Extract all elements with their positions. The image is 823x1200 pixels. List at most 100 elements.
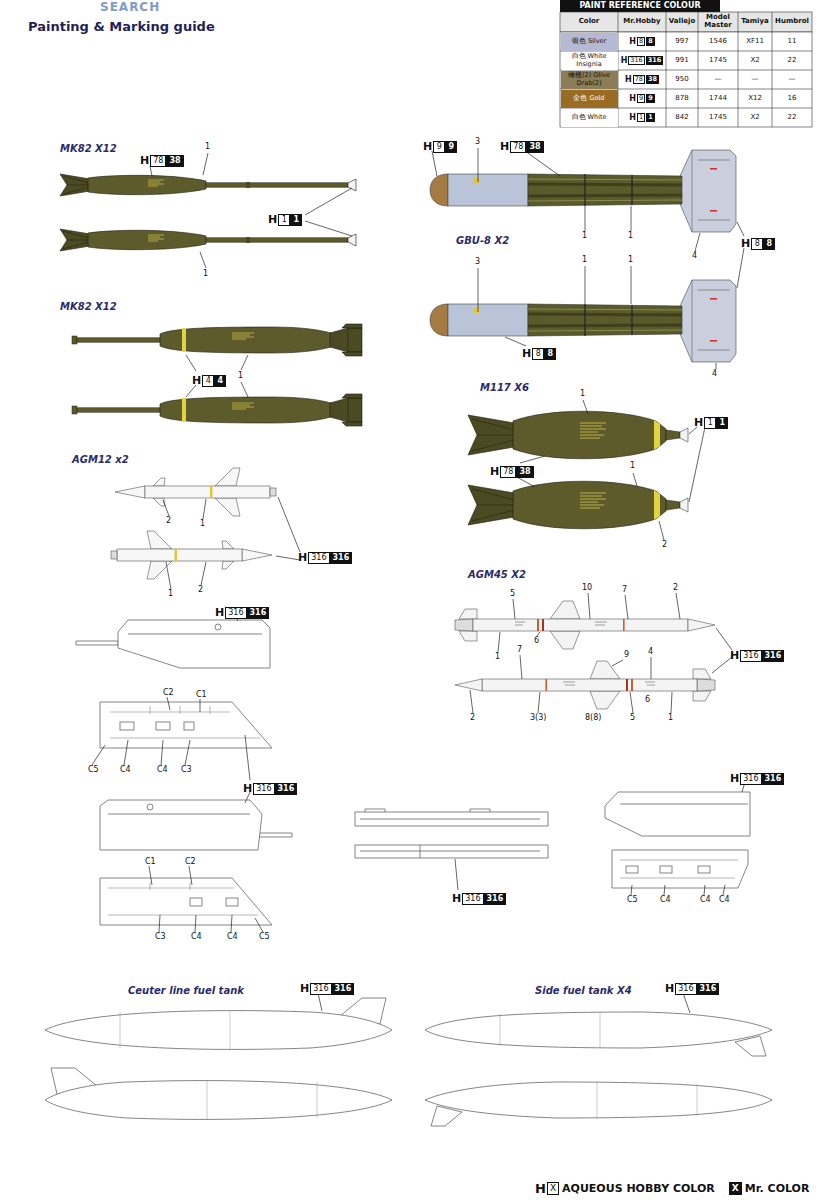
table-cell: 997 — [666, 32, 698, 51]
mr-color-code: 1 — [290, 214, 302, 226]
callout-number: C4 — [191, 933, 202, 941]
mr-color-code: 316 — [332, 983, 355, 995]
callout-number: 4 — [712, 370, 717, 378]
callout-number: 6 — [645, 696, 650, 704]
color-callout: H11 — [268, 211, 302, 227]
pylon-detail — [620, 860, 738, 878]
callout-number: C4 — [660, 896, 671, 904]
color-callout: H11 — [694, 414, 728, 430]
hobby-prefix: H — [621, 57, 628, 65]
weapon-title: MK82 X12 — [60, 302, 117, 312]
agm45-missile — [455, 661, 715, 709]
callout-number: 2 — [673, 584, 678, 592]
hobby-prefix: H — [535, 1182, 546, 1195]
watermark: SEARCH — [100, 1, 160, 13]
color-name: 金色 Gold — [560, 89, 618, 108]
weapon-title: M117 X6 — [480, 383, 529, 393]
weapon-title: Side fuel tank X4 — [535, 986, 632, 996]
hobby-prefix: H — [730, 650, 739, 661]
callout-number: 1 — [238, 372, 243, 380]
table-cell: 878 — [666, 89, 698, 108]
hobby-prefix: H — [192, 375, 201, 386]
aqueous-code: 316 — [253, 783, 274, 795]
color-callout: H88 — [522, 345, 556, 361]
callout-number: 9 — [624, 651, 629, 659]
mr-color-code: 38 — [646, 75, 659, 84]
callout-number: 1 — [668, 714, 673, 722]
hobby-prefix: H — [629, 95, 636, 103]
aqueous-code: 9 — [637, 94, 645, 103]
callout-number: 8(8) — [585, 714, 601, 722]
legend-entry: 橄榄(2) Olive Drab(2) — [560, 70, 618, 89]
table-cell: Color — [560, 12, 618, 32]
callout-number: C5 — [88, 766, 99, 774]
aqueous-code: 78 — [150, 155, 166, 167]
hobby-prefix: H — [500, 141, 509, 152]
hobby-prefix: H — [452, 893, 461, 904]
table-header-bar — [560, 0, 720, 12]
color-callout: H316316 — [215, 604, 269, 620]
table-cell: XF11 — [738, 32, 772, 51]
color-callout: H99 — [423, 138, 457, 154]
color-callout: H7838 — [490, 463, 534, 479]
callout-number: 3(3) — [530, 714, 546, 722]
aqueous-code: 8 — [751, 238, 763, 250]
weapon-title: GBU-8 X2 — [456, 236, 509, 246]
mr-color-code: X — [729, 1182, 742, 1195]
legend-text: Mr. COLOR — [745, 1183, 810, 1194]
mr-color-code: 316 — [646, 56, 664, 65]
hobby-prefix: H — [298, 552, 307, 563]
mr-color-code: 316 — [275, 783, 298, 795]
weapon-title: MK82 X12 — [60, 144, 117, 154]
table-title: PAINT REFERENCE COLOUR — [560, 0, 720, 12]
table-cell: X2 — [738, 51, 772, 70]
hobby-prefix: H — [625, 76, 632, 84]
callout-number: C2 — [185, 858, 196, 866]
callout-number: 3 — [475, 258, 480, 266]
hobby-prefix: H — [300, 983, 309, 994]
table-cell: — — [698, 70, 738, 89]
color-callout: H316316 — [300, 980, 354, 996]
mk82-bomb — [60, 174, 356, 196]
callout-number: C4 — [157, 766, 168, 774]
callout-number: 10 — [582, 584, 592, 592]
mr-color-code: 8 — [763, 238, 775, 250]
legend-text: AQUEOUS HOBBY COLOR — [562, 1183, 715, 1194]
mr-color-code: 316 — [697, 983, 720, 995]
pylon-detail — [120, 722, 134, 730]
mr-color-code: 38 — [526, 141, 543, 153]
pylon-side — [118, 620, 270, 668]
callout-number: C1 — [196, 691, 207, 699]
aqueous-code: 316 — [740, 773, 761, 785]
callout-number: 1 — [630, 462, 635, 470]
mr-color-code: 316 — [330, 552, 353, 564]
pylon-detail — [108, 882, 258, 915]
color-callout: H316316 — [618, 51, 666, 70]
table-cell: X2 — [738, 108, 772, 127]
m117-bomb — [468, 411, 688, 459]
callout-number: C4 — [120, 766, 131, 774]
callout-number: 1 — [628, 256, 633, 264]
pylon-detail — [698, 866, 710, 873]
m117-bomb — [468, 481, 688, 529]
color-callout: H316316 — [452, 890, 506, 906]
table-body — [560, 32, 812, 127]
aqueous-code: 316 — [675, 983, 696, 995]
pylon-bottom — [612, 850, 748, 888]
callout-number: C2 — [163, 689, 174, 697]
table-cell: 22 — [772, 51, 812, 70]
table-cell: 22 — [772, 108, 812, 127]
pylons — [76, 620, 750, 925]
callout-number: 1 — [203, 270, 208, 278]
hobby-prefix: H — [140, 155, 149, 166]
aqueous-code: 8 — [532, 348, 544, 360]
legend-entry: 白色 White Insignia — [560, 51, 618, 70]
callout-number: 5 — [630, 714, 635, 722]
pylon-detail — [110, 706, 260, 738]
aqueous-code: X — [547, 1182, 559, 1195]
pylon-bottom — [100, 702, 272, 748]
callout-number: 5 — [510, 590, 515, 598]
color-callout: H316316 — [730, 647, 784, 663]
